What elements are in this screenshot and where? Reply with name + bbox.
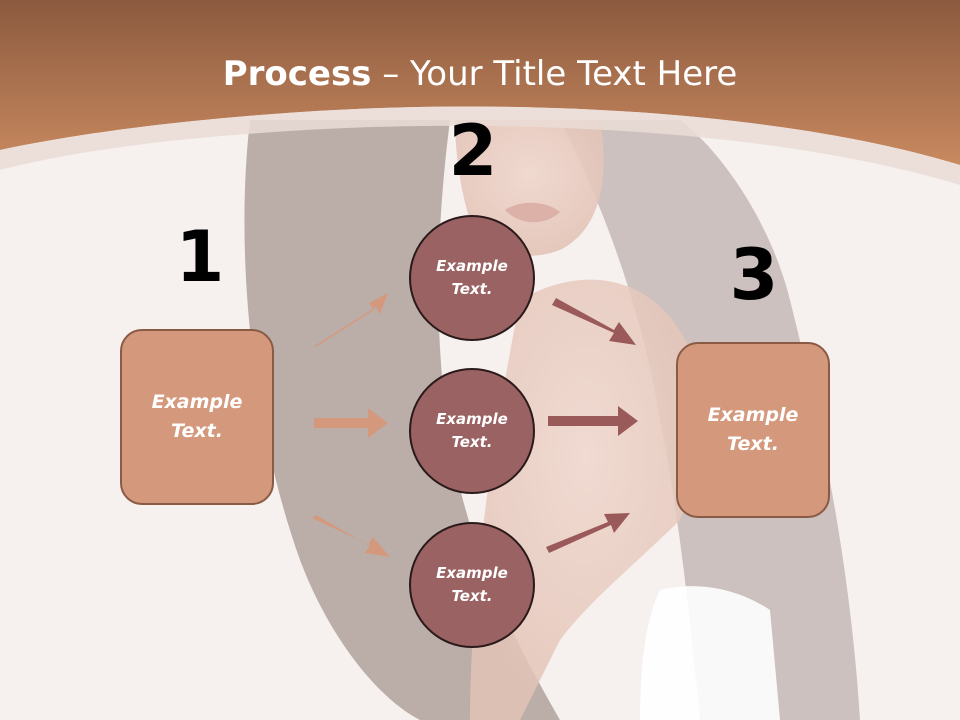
arrow-down-right-right bbox=[552, 298, 636, 345]
arrow-up-right-left bbox=[314, 293, 388, 348]
title-rest: – Your Title Text Here bbox=[371, 54, 738, 94]
left-arrows bbox=[312, 293, 390, 557]
step-number-2: 2 bbox=[448, 110, 498, 192]
arrow-right-right bbox=[548, 406, 638, 436]
header-band bbox=[0, 0, 960, 165]
title-bold: Process bbox=[222, 54, 372, 94]
lips-shape bbox=[505, 202, 560, 223]
step-number-3: 3 bbox=[729, 234, 779, 316]
arrow-up-right-right bbox=[546, 513, 630, 553]
page-title: Process – Your Title Text Here bbox=[0, 54, 960, 94]
arrow-down-right-left bbox=[312, 515, 390, 557]
header-light-curve bbox=[0, 106, 960, 185]
arrow-right-left bbox=[314, 408, 388, 438]
right-arrows bbox=[546, 298, 638, 553]
step-number-1: 1 bbox=[175, 216, 225, 298]
garment-shape bbox=[640, 586, 780, 720]
